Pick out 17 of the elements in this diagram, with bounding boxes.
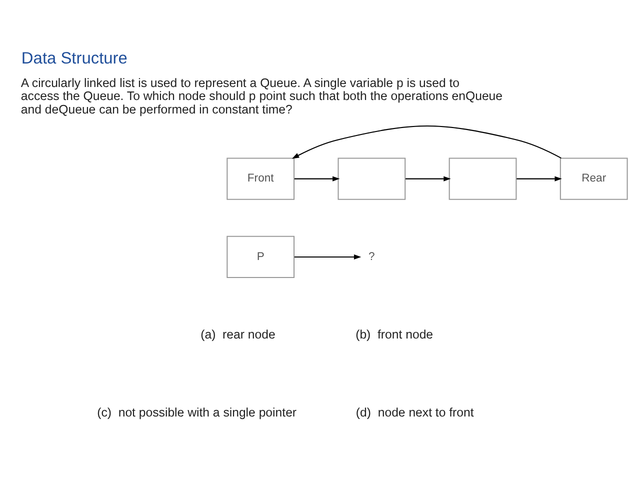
- diagram-title: Data Structure: [21, 49, 128, 68]
- arrow: [294, 176, 340, 182]
- node-text: ?: [368, 250, 375, 263]
- label: (b) front node: [356, 327, 434, 342]
- label: (c) not possible with a single pointer: [97, 406, 297, 420]
- arrow: [292, 126, 562, 159]
- arrow: [406, 176, 451, 182]
- node-box: P: [226, 236, 295, 278]
- label: (d) node next to front: [356, 406, 474, 420]
- node-box: [448, 158, 517, 200]
- arrow: [294, 254, 362, 260]
- node-box: Front: [226, 158, 295, 200]
- arrow: [516, 176, 562, 182]
- node-box: [338, 158, 406, 200]
- label: (a) rear node: [200, 327, 276, 342]
- label: A circularly linked list is used to represent a Queue. A single variable p is used to access the Queue. To which node should p point such that both the operations enQueue and deQueue can be performed in constant time?: [20, 76, 503, 117]
- node-box: Rear: [560, 158, 628, 200]
